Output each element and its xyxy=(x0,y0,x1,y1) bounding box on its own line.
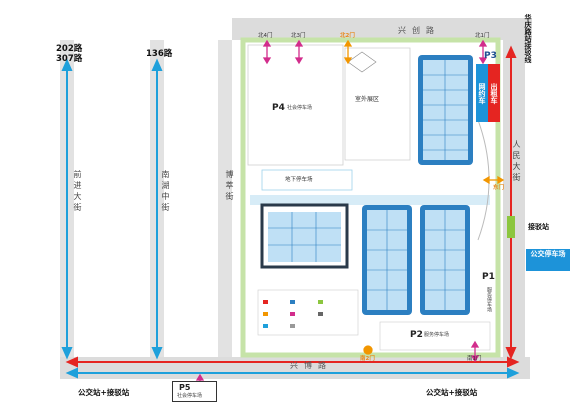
gate-south2: 南2门 xyxy=(360,356,375,362)
bus-route-136: 136路 xyxy=(146,49,173,59)
underground-parking-label: 地下停车场 xyxy=(285,177,313,183)
outdoor-area xyxy=(344,47,411,161)
gate-north4: 北4门 xyxy=(258,33,273,39)
connector-band xyxy=(250,195,490,205)
red-route xyxy=(65,45,520,368)
outdoor-building xyxy=(347,51,377,73)
p1-name: 服务停车场 xyxy=(486,287,492,312)
bus-stop-icon xyxy=(507,216,515,238)
road-right xyxy=(503,18,525,379)
bus-route-right-top: 华庆路站接驳线 xyxy=(524,14,532,63)
road-label-left1: 前进大街 xyxy=(73,170,82,214)
blue-routes xyxy=(61,58,520,379)
legend-swatches xyxy=(263,300,323,328)
bus-route-307: 307路 xyxy=(56,54,83,64)
bus-transfer-right: 公交站+接驳站 xyxy=(426,388,478,397)
gate-north2: 北2门 xyxy=(340,33,355,39)
p2-area xyxy=(379,321,491,351)
orange-gate-arrows xyxy=(343,39,505,355)
road-left-inner xyxy=(218,40,232,357)
hall-mid-booths xyxy=(367,210,407,310)
outdoor-area-label: 室外展区 xyxy=(355,96,380,103)
p5-code: P5 xyxy=(179,383,191,392)
p5-name: 社会停车场 xyxy=(177,393,203,399)
hall-se-booths xyxy=(425,210,465,310)
p2-code: P2 xyxy=(410,330,423,340)
hall-ne-inner xyxy=(423,60,468,160)
bus-parking-sign: 公交停车场 xyxy=(526,249,570,271)
road-top xyxy=(232,18,532,40)
gate-north1: 北1门 xyxy=(475,33,490,39)
road-label-left-inner: 博萃街 xyxy=(225,170,234,203)
gate-east: 东门 xyxy=(493,185,505,191)
gate-south1: 南1门 xyxy=(467,356,482,362)
bus-route-202: 202路 xyxy=(56,44,83,54)
p4-name: 社会停车场 xyxy=(287,105,313,111)
road-label-top: 兴创路 xyxy=(398,26,440,35)
p4-code: P4 xyxy=(272,103,285,113)
p2-name: 服务停车场 xyxy=(424,332,450,338)
p3-code: P3 xyxy=(484,51,497,61)
road-label-right: 人民大街 xyxy=(512,140,521,184)
hall-ne-booths xyxy=(423,60,468,160)
legend-box xyxy=(257,289,359,336)
p3-sign-taxi: 出租车 xyxy=(488,64,500,122)
road-label-bottom: 兴博路 xyxy=(290,361,332,370)
hall-west-inner xyxy=(268,212,341,262)
transfer-sign: 接驳站 xyxy=(528,223,549,231)
p4-area xyxy=(247,44,344,166)
p5-box: P5 社会停车场 xyxy=(172,381,217,402)
bus-transfer-left: 公交站+接驳站 xyxy=(78,388,130,397)
underground-parking xyxy=(261,169,353,191)
p3-sign-ride-hailing: 网约车 xyxy=(476,64,488,122)
gate-north3: 北3门 xyxy=(291,33,306,39)
road-label-left2: 南湖中街 xyxy=(161,170,170,214)
p1-code: P1 xyxy=(482,272,495,282)
hall-west-booths xyxy=(268,212,341,262)
